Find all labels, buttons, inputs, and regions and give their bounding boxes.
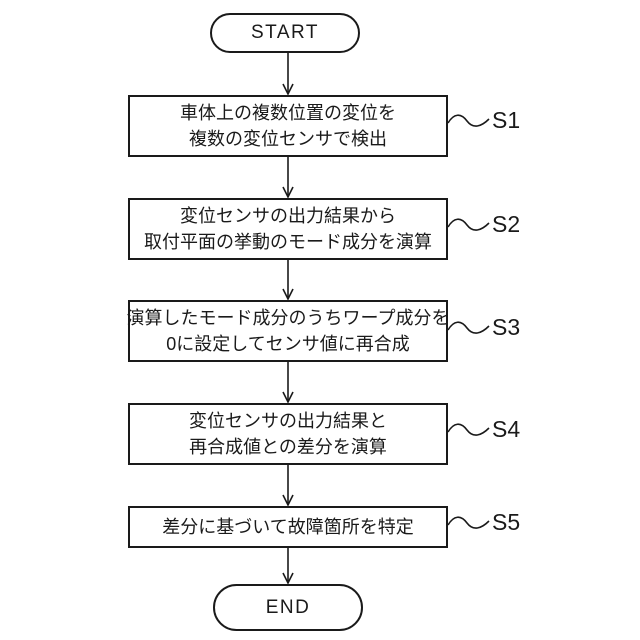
step-label-s1: S1 bbox=[492, 107, 521, 133]
step-s4-line-1: 変位センサの出力結果と bbox=[189, 411, 387, 431]
step-box-s1: 車体上の複数位置の変位を 複数の変位センサで検出 bbox=[128, 95, 448, 157]
arrow-s4-to-s5 bbox=[282, 465, 294, 507]
squiggle-leader-s3 bbox=[447, 321, 490, 334]
step-label-s4: S4 bbox=[492, 416, 521, 442]
start-terminator: START bbox=[210, 13, 360, 53]
squiggle-leader-s5 bbox=[447, 516, 490, 529]
arrow-start-to-s1 bbox=[282, 53, 294, 96]
step-label-s5: S5 bbox=[492, 509, 521, 535]
step-label-s2: S2 bbox=[492, 211, 521, 237]
step-box-s2: 変位センサの出力結果から 取付平面の挙動のモード成分を演算 bbox=[128, 198, 448, 260]
squiggle-leader-s4 bbox=[447, 423, 490, 436]
arrow-s5-to-end bbox=[282, 548, 294, 585]
step-s1-line-2: 複数の変位センサで検出 bbox=[189, 129, 387, 149]
step-s3-line-2: 0に設定してセンサ値に再合成 bbox=[166, 334, 410, 354]
arrow-s3-to-s4 bbox=[282, 362, 294, 404]
step-box-s3: 演算したモード成分のうちワープ成分を 0に設定してセンサ値に再合成 bbox=[126, 300, 450, 362]
arrow-s2-to-s3 bbox=[282, 260, 294, 301]
start-label: START bbox=[250, 22, 320, 43]
squiggle-leader-s1 bbox=[447, 114, 490, 127]
step-s3-line-1: 演算したモード成分のうちワープ成分を bbox=[126, 308, 450, 328]
step-s2-line-1: 変位センサの出力結果から bbox=[180, 206, 396, 226]
end-label: END bbox=[265, 596, 311, 618]
end-terminator: END bbox=[213, 584, 363, 631]
squiggle-leader-s2 bbox=[447, 218, 490, 231]
arrow-s1-to-s2 bbox=[282, 157, 294, 199]
step-s4-line-2: 再合成値との差分を演算 bbox=[189, 437, 387, 457]
step-label-s3: S3 bbox=[492, 314, 521, 340]
step-box-s4: 変位センサの出力結果と 再合成値との差分を演算 bbox=[128, 403, 448, 465]
step-s5-line-1: 差分に基づいて故障箇所を特定 bbox=[162, 517, 414, 537]
step-s1-line-1: 車体上の複数位置の変位を bbox=[180, 103, 396, 123]
step-s2-line-2: 取付平面の挙動のモード成分を演算 bbox=[144, 232, 432, 252]
step-box-s5: 差分に基づいて故障箇所を特定 bbox=[128, 506, 448, 548]
